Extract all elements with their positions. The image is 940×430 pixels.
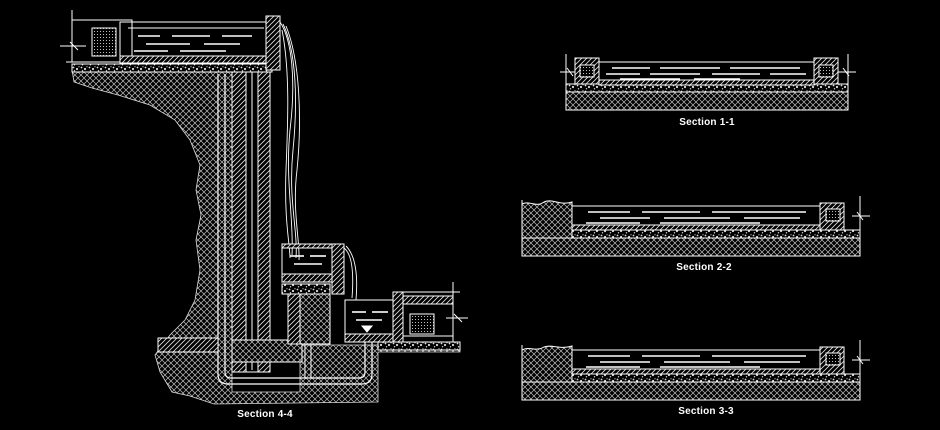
rock-mass	[71, 69, 461, 405]
section-2-2-caption: Section 2-2	[676, 262, 732, 273]
section-4-4-caption: Section 4-4	[237, 409, 293, 420]
section-1-1-drawing	[560, 54, 856, 111]
section-4-4-drawing	[60, 10, 468, 405]
upper-gravel-layer	[71, 63, 273, 73]
section-3-3-caption: Section 3-3	[678, 406, 734, 417]
section-2-2-drawing	[521, 196, 870, 257]
section-3-3-drawing	[521, 340, 870, 401]
section-1-1-caption: Section 1-1	[679, 117, 735, 128]
